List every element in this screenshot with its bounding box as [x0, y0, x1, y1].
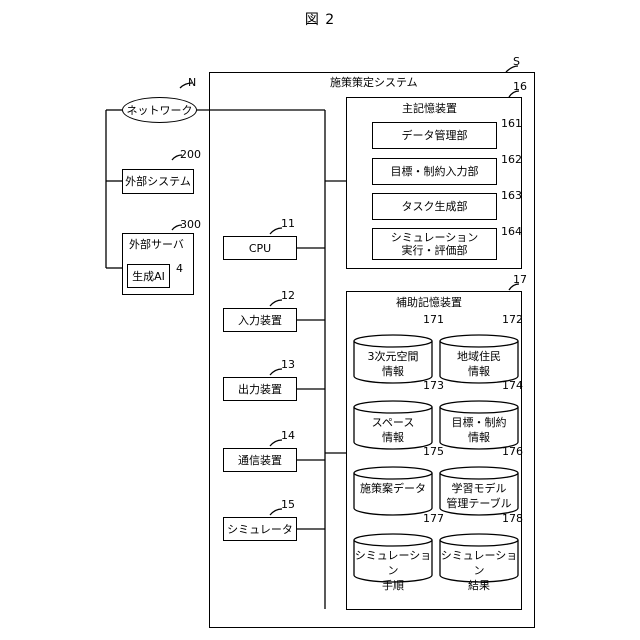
simulation-procedure-cylinder: シミュレーション 手順: [353, 533, 433, 583]
goal-constraint-info-cylinder: 目標・制約 情報: [439, 400, 519, 450]
external-system-box: 外部システム: [122, 169, 194, 194]
simulation-eval-unit: シミュレーション 実行・評価部: [372, 228, 497, 260]
figure-title: 図 2: [0, 9, 640, 29]
aux-memory-title: 補助記憶装置: [396, 296, 462, 309]
data-management-ref: 161: [501, 117, 522, 130]
communication-device-label: 通信装置: [238, 454, 282, 467]
external-server-ref: 300: [180, 218, 201, 231]
output-device-box: 出力装置: [223, 377, 297, 401]
learning-model-table-label: 学習モデル 管理テーブル: [439, 481, 519, 511]
cpu-ref: 11: [281, 217, 295, 230]
network-ref: N: [188, 76, 196, 89]
generative-ai-box: 生成AI: [127, 264, 170, 288]
output-device-ref: 13: [281, 358, 295, 371]
system-title: 施策策定システム: [330, 76, 418, 89]
goal-constraint-info-label: 目標・制約 情報: [439, 415, 519, 445]
cpu-box: CPU: [223, 236, 297, 260]
policy-proposal-data-label: 施策案データ: [353, 481, 433, 496]
network-label: ネットワーク: [127, 104, 193, 117]
communication-device-ref: 14: [281, 429, 295, 442]
input-device-ref: 12: [281, 289, 295, 302]
learning-model-table-cylinder: 学習モデル 管理テーブル: [439, 466, 519, 516]
three-d-space-info-cylinder: 3次元空間 情報: [353, 334, 433, 384]
generative-ai-ref: 4: [176, 262, 183, 275]
simulation-eval-ref: 164: [501, 225, 522, 238]
three-d-space-info-label: 3次元空間 情報: [353, 349, 433, 379]
local-resident-info-ref: 172: [502, 313, 523, 326]
task-generation-ref: 163: [501, 189, 522, 202]
local-resident-info-cylinder: 地域住民 情報: [439, 334, 519, 384]
learning-model-table-ref: 176: [502, 445, 523, 458]
policy-proposal-data-cylinder: 施策案データ: [353, 466, 433, 516]
main-memory-title: 主記憶装置: [402, 102, 457, 115]
external-server-label: 外部サーバ: [129, 238, 184, 251]
aux-memory-ref: 17: [513, 273, 527, 286]
generative-ai-label: 生成AI: [132, 270, 165, 283]
task-generation-unit: タスク生成部: [372, 193, 497, 220]
goal-constraint-input-ref: 162: [501, 153, 522, 166]
goal-constraint-input-label: 目標・制約入力部: [391, 165, 479, 178]
external-system-label: 外部システム: [125, 175, 191, 188]
external-system-ref: 200: [180, 148, 201, 161]
main-memory-ref: 16: [513, 80, 527, 93]
space-info-cylinder: スペース 情報: [353, 400, 433, 450]
data-management-unit: データ管理部: [372, 122, 497, 149]
input-device-box: 入力装置: [223, 308, 297, 332]
simulation-procedure-label: シミュレーション 手順: [353, 548, 433, 593]
cpu-label: CPU: [249, 242, 271, 255]
three-d-space-info-ref: 171: [423, 313, 444, 326]
policy-proposal-data-ref: 175: [423, 445, 444, 458]
simulation-result-label: シミュレーション 結果: [439, 548, 519, 593]
simulator-ref: 15: [281, 498, 295, 511]
simulator-box: シミュレータ: [223, 517, 297, 541]
space-info-label: スペース 情報: [353, 415, 433, 445]
output-device-label: 出力装置: [238, 383, 282, 396]
communication-device-box: 通信装置: [223, 448, 297, 472]
network-node: ネットワーク: [122, 97, 197, 123]
task-generation-label: タスク生成部: [402, 200, 468, 213]
space-info-ref: 173: [423, 379, 444, 392]
goal-constraint-input-unit: 目標・制約入力部: [372, 158, 497, 185]
simulation-result-cylinder: シミュレーション 結果: [439, 533, 519, 583]
system-ref: S: [513, 55, 520, 68]
data-management-label: データ管理部: [402, 129, 468, 142]
simulator-label: シミュレータ: [227, 523, 293, 536]
simulation-procedure-ref: 177: [423, 512, 444, 525]
simulation-eval-label: シミュレーション 実行・評価部: [391, 231, 479, 257]
simulation-result-ref: 178: [502, 512, 523, 525]
input-device-label: 入力装置: [238, 314, 282, 327]
local-resident-info-label: 地域住民 情報: [439, 349, 519, 379]
goal-constraint-info-ref: 174: [502, 379, 523, 392]
